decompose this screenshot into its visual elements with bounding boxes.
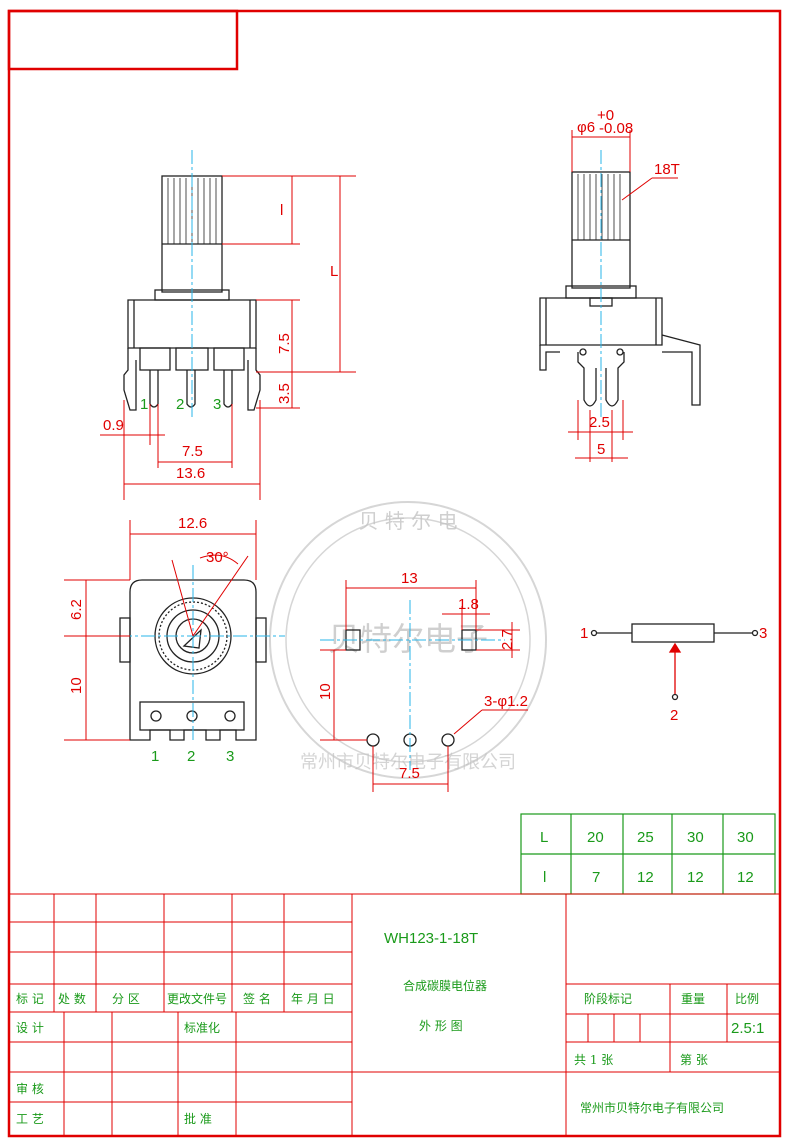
dim-shaft-diameter: φ6 <box>577 119 595 136</box>
front-pin-1: 1 <box>140 396 148 413</box>
length-table-L-2: 25 <box>637 829 654 846</box>
dim-3-5-vertical: 3.5 <box>276 383 293 404</box>
dim-pitch-7-5: 7.5 <box>182 443 203 460</box>
drawing-view-name: 外 形 图 <box>419 1019 463 1033</box>
label-holes-3-phi-1-2: 3-φ1.2 <box>484 693 528 710</box>
dim-0-9: 0.9 <box>103 417 124 434</box>
scale-label: 比例 <box>735 992 759 1006</box>
schematic-symbol <box>590 623 759 701</box>
bottom-pin-1: 1 <box>151 748 159 765</box>
stage-mark-label: 阶段标记 <box>584 991 632 1006</box>
length-table <box>520 813 776 895</box>
dim-6-2-vertical: 6.2 <box>68 599 85 620</box>
length-table-header-L: L <box>540 829 548 846</box>
model-number: WH123-1-18T <box>384 930 478 947</box>
dim-angle-30: 30° <box>206 549 229 566</box>
bottom-dimensions <box>64 520 257 741</box>
dim-pcb-13: 13 <box>401 570 418 587</box>
total-sheets: 共 1 张 <box>574 1053 613 1067</box>
bottom-pin-2: 2 <box>187 748 195 765</box>
title-box <box>7 9 239 71</box>
dim-side-5: 5 <box>597 441 605 458</box>
schematic-pin-3: 3 <box>759 625 767 642</box>
product-name: 合成碳膜电位器 <box>403 978 487 993</box>
dim-pcb-pitch-7-5: 7.5 <box>399 765 420 782</box>
title-block-header-change-doc: 更改文件号 <box>167 991 227 1006</box>
watermark: 贝特尔电子 贝 特 尔 电 常州市贝特尔电子有限公司 <box>269 501 547 779</box>
watermark-center-text: 贝特尔电子 <box>328 620 488 658</box>
side-dimensions <box>568 130 678 462</box>
dim-pcb-2-7: 2.7 <box>499 629 516 650</box>
length-table-l-1: 7 <box>592 869 600 886</box>
dim-shaft-tol-lower: -0.08 <box>599 120 633 137</box>
dim-width-12-6: 12.6 <box>178 515 207 532</box>
title-block-standardization: 标准化 <box>184 1021 220 1035</box>
watermark-ring-bottom: 常州市贝特尔电子有限公司 <box>300 752 516 773</box>
title-block-header-date: 年 月 日 <box>291 992 335 1006</box>
pcb-dimensions <box>320 580 528 792</box>
length-table-L-4: 30 <box>737 829 754 846</box>
dim-width-13-6: 13.6 <box>176 465 205 482</box>
title-block-approve: 批 准 <box>184 1111 212 1126</box>
sheet-number: 第 张 <box>680 1053 708 1067</box>
watermark-ring-top: 贝 特 尔 电 <box>358 509 457 533</box>
length-table-L-1: 20 <box>587 829 604 846</box>
length-table-l-2: 12 <box>637 869 654 886</box>
dim-pcb-1-8: 1.8 <box>458 596 479 613</box>
front-dimensions <box>100 175 356 500</box>
dim-small-l: l <box>280 202 283 219</box>
schematic-pin-1: 1 <box>580 625 588 642</box>
title-block-header-count: 处 数 <box>58 991 86 1006</box>
title-block-process: 工 艺 <box>16 1112 44 1126</box>
dim-7-5-vertical: 7.5 <box>276 333 293 354</box>
title-block-header-zone: 分 区 <box>112 992 140 1006</box>
title-block-header-mark: 标 记 <box>16 992 44 1006</box>
title-block <box>9 893 780 1136</box>
company-name: 常州市贝特尔电子有限公司 <box>580 1100 724 1115</box>
label-knurl-18t: 18T <box>654 161 680 178</box>
length-table-l-3: 12 <box>687 869 704 886</box>
sheet-border <box>7 9 782 1138</box>
front-pin-2: 2 <box>176 396 184 413</box>
dim-length-L: L <box>330 263 338 280</box>
weight-label: 重量 <box>681 992 705 1006</box>
dim-10-vertical: 10 <box>68 677 85 694</box>
dim-shaft-tol-upper: +0 <box>597 107 614 124</box>
dim-pcb-10: 10 <box>317 683 334 700</box>
title-block-header-signature: 签 名 <box>243 991 271 1006</box>
bottom-pin-3: 3 <box>226 748 234 765</box>
title-block-review: 审 核 <box>16 1081 44 1096</box>
front-pin-3: 3 <box>213 396 221 413</box>
dim-side-2-5: 2.5 <box>589 414 610 431</box>
length-table-L-3: 30 <box>687 829 704 846</box>
title-block-design: 设 计 <box>16 1021 44 1035</box>
schematic-pin-2: 2 <box>670 707 678 724</box>
length-table-l-4: 12 <box>737 869 754 886</box>
side-view <box>539 171 701 407</box>
scale-value: 2.5:1 <box>731 1020 764 1037</box>
length-table-header-l: l <box>543 869 546 886</box>
